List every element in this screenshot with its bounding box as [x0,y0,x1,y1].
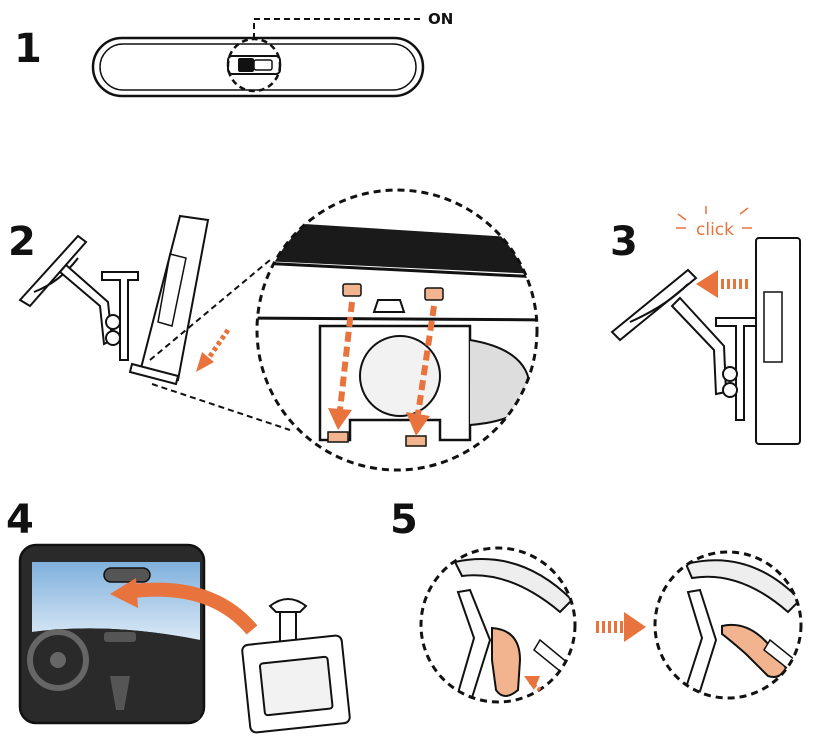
click-label: click [696,220,734,240]
handheld-mount-device [241,598,351,734]
step-transition-arrow [596,612,646,642]
mount-side-view [18,214,210,386]
suction-lever [491,626,522,697]
rearview-mirror [103,567,151,583]
step-4-number: 4 [6,497,34,543]
suction-lever-after [653,550,803,700]
on-callout-label: ON [428,10,453,28]
click-indicator: click [676,206,752,240]
mounted-device-side [610,237,801,445]
car-interior-scene [18,543,206,725]
push-direction-arrow [696,270,748,298]
device-top-view: ON [91,10,453,98]
callout-line [253,18,422,39]
step-3-number: 3 [610,219,638,265]
suction-lever-locked [721,624,788,678]
power-switch[interactable] [227,55,281,75]
step-2-number: 2 [8,219,36,265]
step-1-number: 1 [14,26,42,72]
steering-wheel [27,629,89,691]
zoom-detail-circle [255,188,539,472]
suction-lever-before [419,546,577,704]
step-5-number: 5 [390,497,418,543]
mount-on-windshield-arrow [110,578,258,635]
attach-direction-arrow [196,328,231,372]
